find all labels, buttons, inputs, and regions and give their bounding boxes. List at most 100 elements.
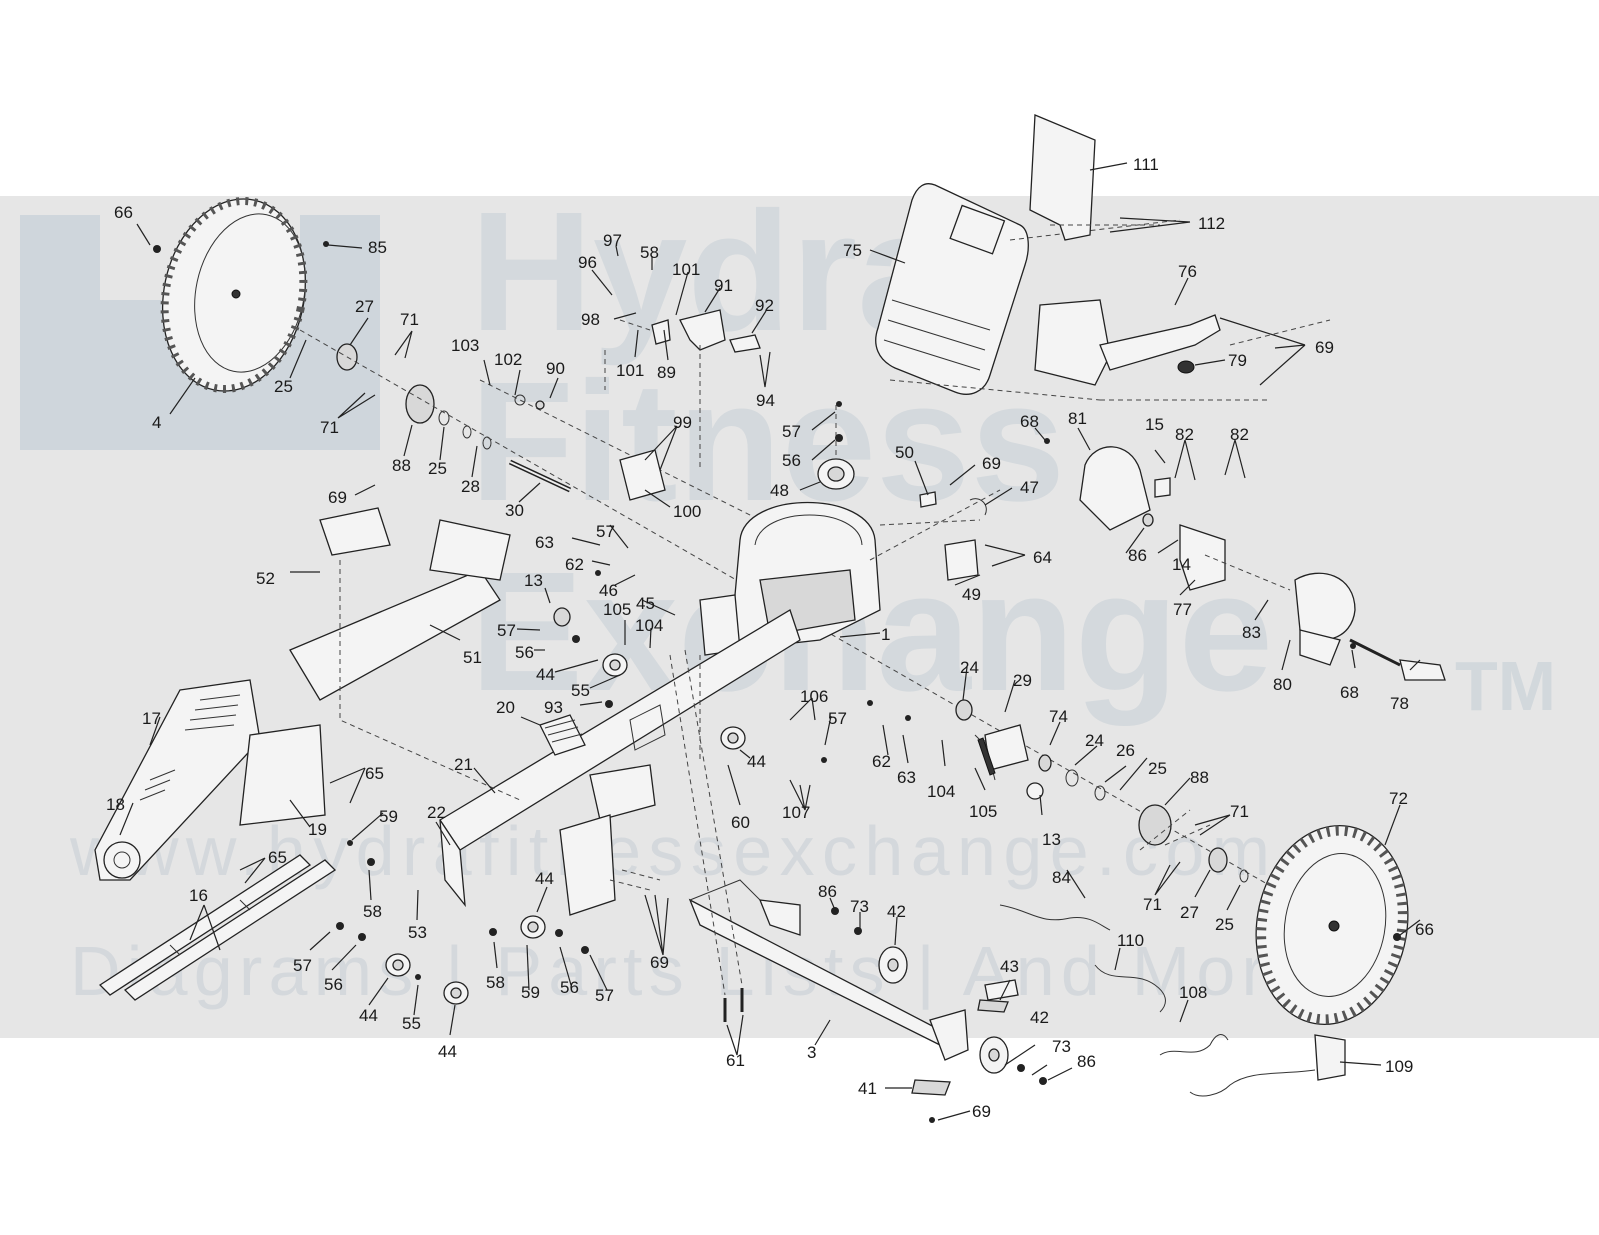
callout-label: 111: [1133, 155, 1159, 174]
callout-label: 107: [782, 803, 810, 822]
callout-label: 71: [320, 418, 339, 437]
callout-label: 97: [603, 231, 622, 250]
callout-label: 73: [850, 897, 869, 916]
parts-drawing: [94, 114, 1446, 1123]
callout-label: 19: [308, 820, 327, 839]
callout-label: 90: [546, 359, 565, 378]
callout-label: 43: [1000, 957, 1019, 976]
callout-label: 52: [256, 569, 275, 588]
callout-label: 18: [106, 795, 125, 814]
callout-label: 51: [463, 648, 482, 667]
bracket-43: [977, 999, 1009, 1013]
callout-label: 71: [400, 310, 419, 329]
callout-label: 88: [392, 456, 411, 475]
callout-label: 80: [1273, 675, 1292, 694]
callout-label: 93: [544, 698, 563, 717]
callout-label: 58: [640, 243, 659, 262]
callout-label: 24: [960, 658, 979, 677]
callout-label: 85: [368, 238, 387, 257]
callout-label: 25: [1215, 915, 1234, 934]
callout-label: 92: [755, 296, 774, 315]
callout-label: 101: [672, 260, 700, 279]
callout-label: 55: [402, 1014, 421, 1033]
callout-label: 105: [603, 600, 631, 619]
callout-label: 56: [782, 451, 801, 470]
callout-label: 44: [359, 1006, 378, 1025]
callout-label: 71: [1143, 895, 1162, 914]
straps-16: [98, 854, 337, 1001]
callout-label: 50: [895, 443, 914, 462]
callout-label: 94: [756, 391, 775, 410]
callout-label: 25: [274, 377, 293, 396]
callout-label: 109: [1385, 1057, 1413, 1076]
callout-label: 46: [599, 581, 618, 600]
console-75: [875, 183, 1181, 401]
callout-label: 22: [427, 803, 446, 822]
callout-label: 66: [1415, 920, 1434, 939]
callout-label: 59: [379, 807, 398, 826]
callout-label: 56: [560, 978, 579, 997]
callout-label: 63: [897, 768, 916, 787]
callout-label: 1: [881, 625, 890, 644]
callout-label: 28: [461, 477, 480, 496]
callout-label: 68: [1020, 412, 1039, 431]
callout-label: 16: [189, 886, 208, 905]
callout-label: 30: [505, 501, 524, 520]
callout-label: 88: [1190, 768, 1209, 787]
callout-label: 61: [726, 1051, 745, 1070]
callout-label: 57: [293, 956, 312, 975]
callout-label: 66: [114, 203, 133, 222]
covers-51-52: [289, 507, 521, 801]
callout-label: 41: [858, 1079, 877, 1098]
callout-label: 24: [1085, 731, 1104, 750]
callout-label: 48: [770, 481, 789, 500]
callout-label: 57: [828, 709, 847, 728]
callout-label: 27: [1180, 903, 1199, 922]
callout-label: 62: [565, 555, 584, 574]
sensor-parts: [869, 489, 1001, 581]
callout-label: 69: [650, 953, 669, 972]
callout-label: 59: [521, 983, 540, 1002]
callout-label: 21: [454, 755, 473, 774]
callout-label: 20: [496, 698, 515, 717]
pedal-plate-19: [239, 724, 326, 826]
bracket-77: [1179, 524, 1226, 591]
pedal-arm-17-18: [94, 679, 261, 881]
callout-label: 47: [1020, 478, 1039, 497]
resistance-knob-80-78: [1204, 554, 1446, 681]
bolts-61: [669, 649, 744, 1022]
callout-label: 13: [1042, 830, 1061, 849]
callout-label: 82: [1175, 425, 1194, 444]
callout-label: 57: [596, 522, 615, 541]
callout-label: 55: [571, 681, 590, 700]
callout-label: 63: [535, 533, 554, 552]
callout-label: 75: [843, 241, 862, 260]
callout-label: 79: [1228, 351, 1247, 370]
cables-and-adapter: [999, 904, 1346, 1097]
callout-label: 84: [1052, 868, 1071, 887]
callout-label: 69: [328, 488, 347, 507]
callout-label: 13: [524, 571, 543, 590]
callout-label: 100: [673, 502, 701, 521]
callout-label: 112: [1198, 214, 1225, 233]
bearing-housing-88-left: [405, 384, 435, 424]
crank-assembly-right: [955, 699, 1249, 883]
callout-label: 99: [673, 413, 692, 432]
callout-label: 105: [969, 802, 997, 821]
callout-label: 110: [1117, 931, 1144, 950]
callout-label: 44: [535, 869, 554, 888]
callout-label: 25: [428, 459, 447, 478]
callout-label: 44: [438, 1042, 457, 1061]
callout-label: 82: [1230, 425, 1249, 444]
leader-lines: [119, 162, 1421, 1121]
shroud-81: [1079, 446, 1171, 531]
callout-label: 86: [818, 882, 837, 901]
callout-label: 76: [1178, 262, 1197, 281]
callout-label: 86: [1077, 1052, 1096, 1071]
callout-label: 42: [887, 902, 906, 921]
callout-label: 74: [1049, 707, 1068, 726]
callout-label: 57: [782, 422, 801, 441]
callout-label: 91: [714, 276, 733, 295]
